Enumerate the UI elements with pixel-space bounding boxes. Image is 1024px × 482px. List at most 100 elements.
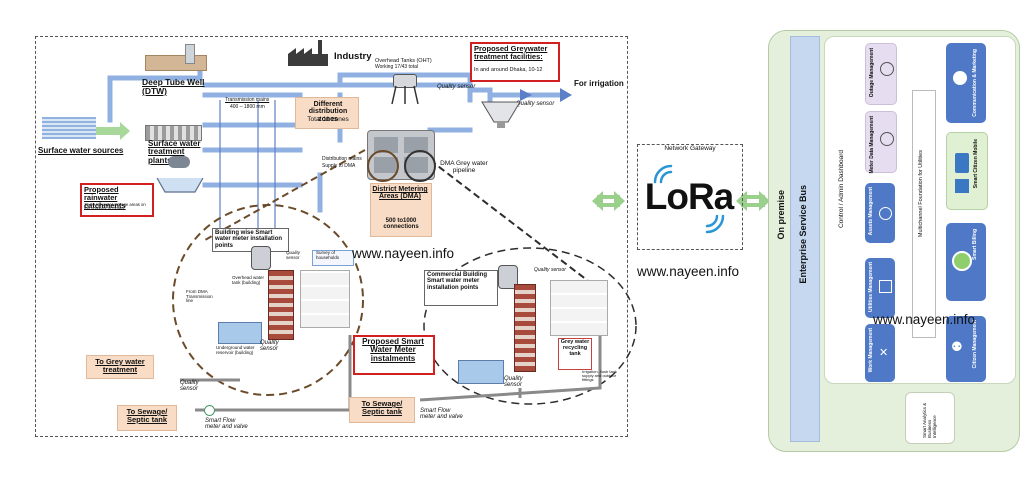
dma-title: District Metering Areas (DMA)	[372, 186, 428, 201]
module-assets-label: Assets Management	[868, 187, 874, 236]
rainwater-title: Proposed rainwater catchments	[84, 185, 126, 210]
smart-flow-label-1: Smart Flow meter and valve	[205, 418, 248, 431]
surface-water-icon	[42, 117, 96, 139]
dma-highlight-right	[404, 150, 436, 182]
quality-sensor-small: Quality sensor	[286, 250, 301, 260]
quality-sensor-label-1: Quality sensor	[437, 84, 476, 90]
building-water-tank-icon	[251, 246, 271, 270]
on-premise-label: On premise	[776, 190, 786, 240]
assets-gear-icon	[879, 207, 892, 220]
greywater-sub: In and around Dhaka, 10-12	[474, 67, 543, 73]
commercial-title-box	[424, 270, 498, 306]
overhead-tanks-sub: Working 17/43 total	[375, 64, 418, 70]
module-communication[interactable]: Communication & Marketing	[946, 43, 986, 123]
smart-meter-title: Proposed Smart Water Meter instalments	[362, 337, 424, 363]
distribution-zones-title: Different distribution zones	[308, 101, 348, 123]
survey-box	[312, 250, 354, 266]
meter-icon	[880, 132, 894, 146]
analytics-box[interactable]	[905, 392, 955, 444]
to-sewage-label-1: To Sewage/ Septic tank	[126, 407, 168, 424]
module-citizen-mobile-label: Smart Citizen Mobile	[973, 139, 979, 189]
pipe-icon	[185, 44, 195, 64]
utilities-chart-icon	[879, 280, 892, 293]
module-work-label: Work Management	[868, 328, 874, 373]
flow-meter-icon-1	[204, 405, 215, 416]
lora-signal-icon	[653, 164, 725, 234]
communication-icon	[953, 71, 967, 85]
commercial-tank-icon	[498, 265, 518, 289]
survey-label: Survey of households	[316, 250, 340, 260]
rainwater-box	[80, 183, 154, 217]
house-grid-icon-2	[550, 280, 608, 336]
house-grid-icon	[300, 270, 350, 328]
module-assets[interactable]: Assets Management	[865, 183, 895, 243]
module-outage-label: Outage Management	[869, 48, 875, 98]
quality-sensor-label-1b: Quality sensor	[516, 101, 555, 107]
underground-reservoir-icon	[218, 322, 262, 344]
foundation-bar	[912, 90, 936, 338]
foundation-label: Multichannel Foundation for Utilities	[918, 150, 924, 238]
overhead-tanks-label: Overhead Tanks (OHT)	[375, 58, 432, 64]
to-sewage-box-1	[117, 405, 177, 431]
smart-flow-label-2: Smart Flow meter and valve	[420, 408, 463, 421]
distribution-zones-sub: Total 11 zones	[307, 116, 349, 123]
surface-water-plants-label: Surface water treatment plants	[148, 139, 201, 165]
module-meter-data-label: Meter Data Management	[869, 116, 875, 174]
underground-label: Underground water reservoir (building)	[216, 345, 255, 355]
tank-legs-icon	[391, 85, 419, 105]
irrigation-note: Irrigation, flush tank supply and outdoo…	[582, 369, 617, 383]
dma-grey-label: DMA Grey water pipeline	[440, 160, 488, 174]
to-sewage-box-2	[349, 397, 415, 423]
rainwater-sub: 15-20 rainwater storage areas on the out…	[84, 202, 146, 212]
smart-meter-box	[353, 335, 435, 375]
grey-recycling-box	[558, 338, 592, 370]
greywater-title: Proposed Greywater treatment facilities:	[474, 44, 548, 61]
surface-water-sources-label: Surface water sources	[38, 146, 124, 155]
quality-sensor-3: Quality sensor	[180, 380, 199, 393]
dma-sub: 500 to1000 connections	[383, 218, 419, 231]
esb-bar	[790, 36, 820, 442]
gateway-frame	[637, 144, 743, 250]
module-communication-label: Communication & Marketing	[972, 49, 978, 117]
module-billing-label: Smart Billing	[972, 229, 978, 260]
people-icon: ⚉	[951, 340, 963, 355]
gateway-label: Network Gateway	[664, 145, 716, 152]
dma-highlight-left	[367, 150, 399, 182]
module-outage[interactable]: Outage Management	[865, 43, 897, 105]
transmission-size-label: 400 – 1800 mm	[230, 104, 265, 110]
module-utilities[interactable]: Utilities Management	[865, 258, 895, 318]
diagram-frame	[35, 36, 628, 437]
lora-logo: LoRa	[644, 176, 735, 217]
module-citizen-management[interactable]: Citizen Management ⚉	[946, 316, 986, 382]
apartment-building-icon	[268, 270, 294, 340]
transmission-mains-label: Transmission mains	[225, 97, 270, 103]
underground-reservoir-icon-2	[458, 360, 504, 384]
supply-to-dma-label: Supply to DMA	[322, 163, 356, 169]
to-grey-box	[86, 355, 154, 379]
building-title: Building wise Smart water meter installa…	[215, 230, 283, 249]
module-citizen-management-label: Citizen Management	[972, 320, 978, 369]
to-grey-label: To Grey water treatment	[95, 357, 145, 374]
greywater-box	[470, 42, 560, 82]
quality-sensor-2: Quality sensor	[260, 340, 279, 353]
module-citizen-mobile[interactable]: Smart Citizen Mobile	[946, 132, 988, 210]
irrigation-label: For irrigation	[574, 79, 624, 88]
esb-label: Enterprise Service Bus	[798, 185, 808, 284]
ohwt-building-label: Overhead water tank (building)	[232, 275, 265, 285]
distribution-zones-box	[295, 97, 359, 129]
module-work[interactable]: Work Management ✕	[865, 324, 895, 382]
commercial-building-icon	[514, 284, 536, 372]
dma-box	[370, 183, 432, 237]
treatment-hopper-icon	[481, 101, 521, 128]
module-billing[interactable]: Smart Billing	[946, 223, 986, 301]
industry-label: Industry	[334, 51, 372, 62]
analytics-label: Smart Analytics & Business Intelligence	[922, 402, 937, 438]
quality-sensor-4: Quality sensor	[534, 267, 566, 273]
commercial-title: Commercial Building Smart water meter in…	[427, 272, 488, 291]
billing-icon	[952, 251, 972, 271]
rain-cloud-icon	[168, 156, 190, 168]
treatment-plant-icon	[145, 125, 202, 141]
outage-icon	[880, 62, 894, 76]
building-title-box	[212, 228, 289, 252]
module-meter-data[interactable]: Meter Data Management	[865, 111, 897, 174]
